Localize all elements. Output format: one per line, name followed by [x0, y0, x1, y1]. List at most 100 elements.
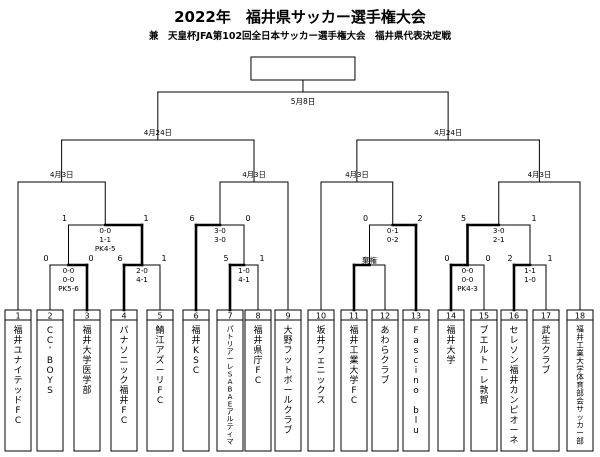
- team-name-char: ク: [316, 385, 325, 396]
- team-name-char: オ: [509, 415, 518, 426]
- team-name-char: ア: [226, 347, 233, 356]
- score-right: 1: [161, 254, 166, 263]
- team-name-char: 坂: [316, 325, 325, 336]
- team-name-char: ル: [226, 414, 233, 423]
- team-name-char: カ: [509, 385, 518, 396]
- champion-box: [250, 56, 356, 81]
- team-name-char: 大: [446, 344, 455, 356]
- team-name-char: ッ: [316, 376, 325, 386]
- team-number: 8: [255, 312, 260, 321]
- team-number: 10: [316, 312, 326, 321]
- team-name-char: 井: [316, 334, 325, 346]
- team-name-char: 福: [191, 324, 200, 336]
- score-detail: 1-1: [524, 266, 536, 275]
- score-left: 5: [223, 254, 228, 263]
- score-right: 0: [88, 254, 93, 263]
- team-name-char: B: [228, 384, 233, 393]
- score-detail: 0-0: [462, 266, 474, 275]
- team-number: 15: [479, 312, 489, 321]
- team-name-char: B: [47, 356, 53, 366]
- score-right: 2: [417, 214, 422, 223]
- team-name-char: ナ: [13, 355, 22, 366]
- team-name-char: K: [193, 346, 200, 356]
- team-name-char: 庁: [253, 354, 262, 366]
- score-detail: 3-0: [214, 235, 226, 244]
- team-name-char: ッ: [283, 356, 292, 366]
- team-name-char: S: [228, 369, 233, 378]
- team-name-char: わ: [380, 335, 389, 346]
- team-name-char: 業: [349, 354, 358, 366]
- team-name-char: F: [255, 366, 260, 376]
- team-name-char: 部: [576, 436, 584, 446]
- team-name-char: 井: [576, 332, 584, 342]
- team-number: 17: [541, 312, 551, 321]
- team-name-char: C: [255, 376, 261, 386]
- score-detail: 2-0: [136, 266, 148, 275]
- team-number: 16: [509, 312, 519, 321]
- team-name-char: ラ: [283, 415, 292, 426]
- team-name-char: 大: [82, 344, 91, 356]
- score-detail: PK4-5: [95, 244, 116, 253]
- team-name-char: ク: [380, 355, 389, 366]
- team-name-char: セ: [509, 325, 518, 336]
- team-name-char: ズ: [155, 354, 164, 366]
- team-name-char: 賀: [479, 394, 488, 406]
- team-name-char: o: [413, 386, 419, 396]
- team-name-char: ナ: [119, 335, 128, 346]
- team-number: 9: [285, 312, 290, 321]
- team-name-char: 武: [541, 324, 550, 336]
- score-detail: 0-0: [462, 275, 474, 284]
- score-detail: 1-0: [238, 266, 250, 275]
- team-number: 7: [227, 312, 232, 321]
- team-name-char: ー: [226, 354, 233, 363]
- team-name-char: ィ: [226, 429, 233, 438]
- page-subtitle: 兼 天皇杯JFA第102回全日本サッカー選手権大会 福井県代表決定戦: [148, 31, 452, 42]
- team-name-char: マ: [226, 437, 233, 446]
- score-detail: 4-1: [238, 275, 250, 284]
- team-number: 5: [157, 312, 162, 321]
- score-left: 6: [189, 214, 194, 223]
- team-name-char: 会: [576, 396, 584, 406]
- team-name-char: F: [351, 386, 356, 396]
- team-name-char: C: [121, 416, 127, 426]
- team-name-char: 敦: [479, 384, 488, 396]
- team-name-char: ユ: [13, 346, 22, 356]
- team-name-char: C: [15, 416, 21, 426]
- team-name-char: ー: [509, 426, 518, 436]
- team-name-char: ボ: [283, 375, 292, 386]
- score-left: 0: [43, 254, 48, 263]
- team-name-char: 福: [119, 384, 128, 396]
- team-name-char: a: [413, 336, 419, 346]
- team-name-char: ト: [479, 356, 488, 366]
- score-detail: 0-2: [387, 235, 399, 244]
- team-number: 11: [349, 312, 359, 321]
- page-title: 2022年 福井県サッカー選手権大会: [174, 8, 426, 26]
- team-name-char: 江: [155, 335, 164, 346]
- team-name-char: 福: [349, 324, 358, 336]
- team-name-char: S: [47, 386, 53, 396]
- team-name-char: 学: [446, 354, 455, 366]
- team-name-char: u: [413, 426, 419, 436]
- team-name-char: テ: [13, 375, 22, 386]
- team-name-char: レ: [226, 362, 233, 371]
- team-name-char: 大: [576, 356, 584, 366]
- team-name-char: ン: [509, 356, 518, 366]
- team-name-char: ブ: [283, 424, 292, 436]
- team-name-char: パ: [119, 325, 128, 336]
- score-detail: 3-0: [493, 226, 505, 235]
- team-name-char: C: [47, 336, 53, 346]
- team-name-char: ら: [380, 345, 389, 356]
- team-name-char: 学: [82, 354, 91, 366]
- team-name-char: C: [47, 326, 53, 336]
- team-name-char: 井: [82, 334, 91, 346]
- team-name-char: 体: [576, 372, 584, 382]
- team-name-char: b: [413, 406, 419, 416]
- team-name-char: E: [228, 399, 233, 408]
- team-name-char: ソ: [509, 346, 518, 356]
- team-name-char: F: [157, 386, 162, 396]
- team-name-char: リ: [155, 376, 164, 386]
- team-name-char: イ: [13, 366, 22, 376]
- team-name-char: ド: [13, 396, 22, 406]
- score-detail: 3-0: [214, 226, 226, 235]
